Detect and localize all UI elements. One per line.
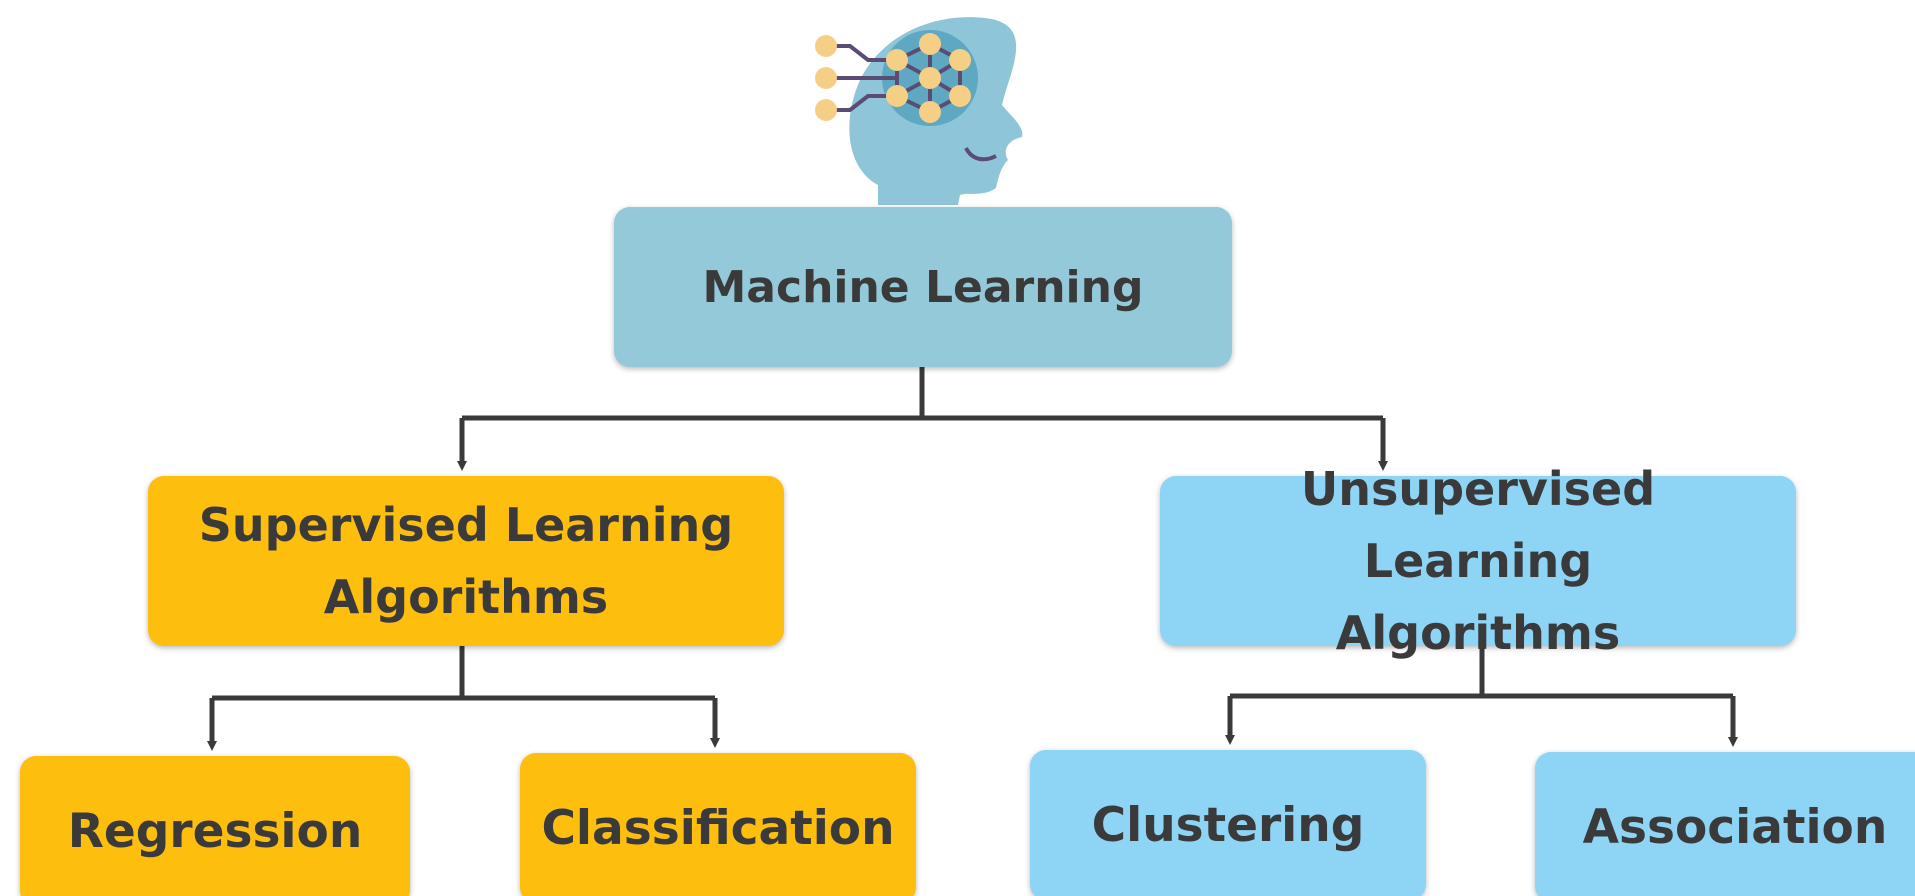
machine-learning-label: Machine Learning: [702, 261, 1144, 313]
classification-node: Classification: [520, 753, 916, 896]
brain-neurons: [886, 33, 971, 123]
supervised-label-line2: Algorithms: [323, 570, 609, 624]
classification-label: Classification: [541, 800, 895, 856]
unsupervised-label-line2: Algorithms: [1335, 606, 1621, 660]
unsupervised-label-line1: Unsupervised Learning: [1300, 462, 1656, 588]
smile: [964, 146, 997, 162]
clustering-node: Clustering: [1030, 750, 1426, 896]
regression-node: Regression: [20, 756, 410, 896]
input-neurons: [815, 35, 837, 121]
unsupervised-learning-node: Unsupervised Learning Algorithms: [1160, 462, 1796, 660]
regression-label: Regression: [67, 803, 363, 859]
association-node: Association: [1535, 752, 1915, 896]
clustering-label: Clustering: [1091, 797, 1365, 853]
machine-learning-node: Machine Learning: [614, 207, 1232, 367]
supervised-label-line1: Supervised Learning: [198, 498, 734, 552]
supervised-learning-node: Supervised Learning Algorithms: [148, 476, 784, 646]
association-label: Association: [1582, 799, 1888, 855]
